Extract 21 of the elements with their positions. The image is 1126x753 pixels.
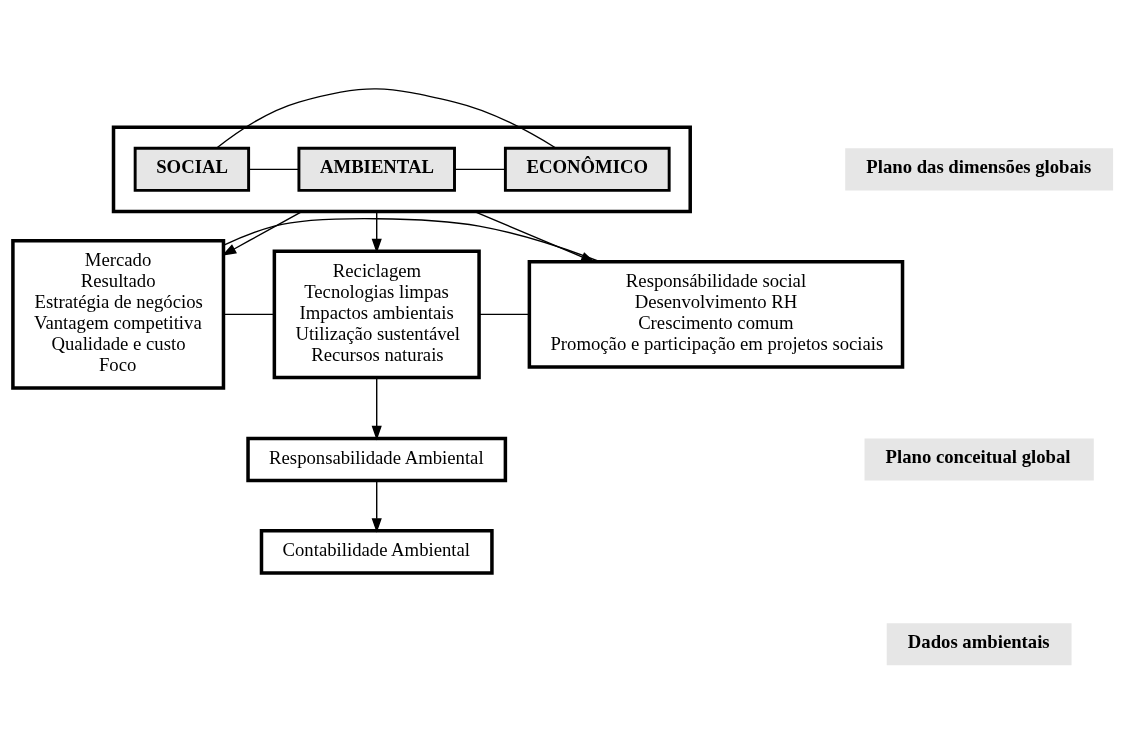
node-box: Reciclagem Tecnologias limpas Impactos ambientais Utilização sustentável Recursos naturais (272, 248, 481, 379)
node-box: Plano conceitual global (864, 437, 1094, 480)
arrow (371, 479, 382, 533)
cluster (111, 124, 692, 213)
node-box: Dados ambientais (886, 622, 1072, 665)
node-box: Responsabilidade Ambiental (246, 436, 508, 482)
arrow (371, 210, 382, 253)
node-box: Plano das dimensões globais (845, 147, 1114, 190)
connector (223, 313, 275, 315)
connector (248, 168, 300, 170)
connector (478, 313, 530, 315)
connector (454, 168, 506, 170)
arrow (371, 376, 382, 440)
node-box: AMBIENTAL (297, 146, 456, 192)
arrow (473, 210, 596, 263)
connector (223, 217, 601, 262)
node-box: Contabilidade Ambiental (259, 528, 494, 575)
node-box: Responsábilidade social Desenvolvimento RH Crescimento comum Promoção e participação em projetos sociais (527, 259, 905, 369)
node-box: ECONÔMICO (503, 146, 671, 192)
node-box: Mercado Resultado Estratégia de negócios Vantagem competitiva Qualidade e custo Foco (11, 238, 226, 390)
node-box: SOCIAL (133, 146, 251, 192)
